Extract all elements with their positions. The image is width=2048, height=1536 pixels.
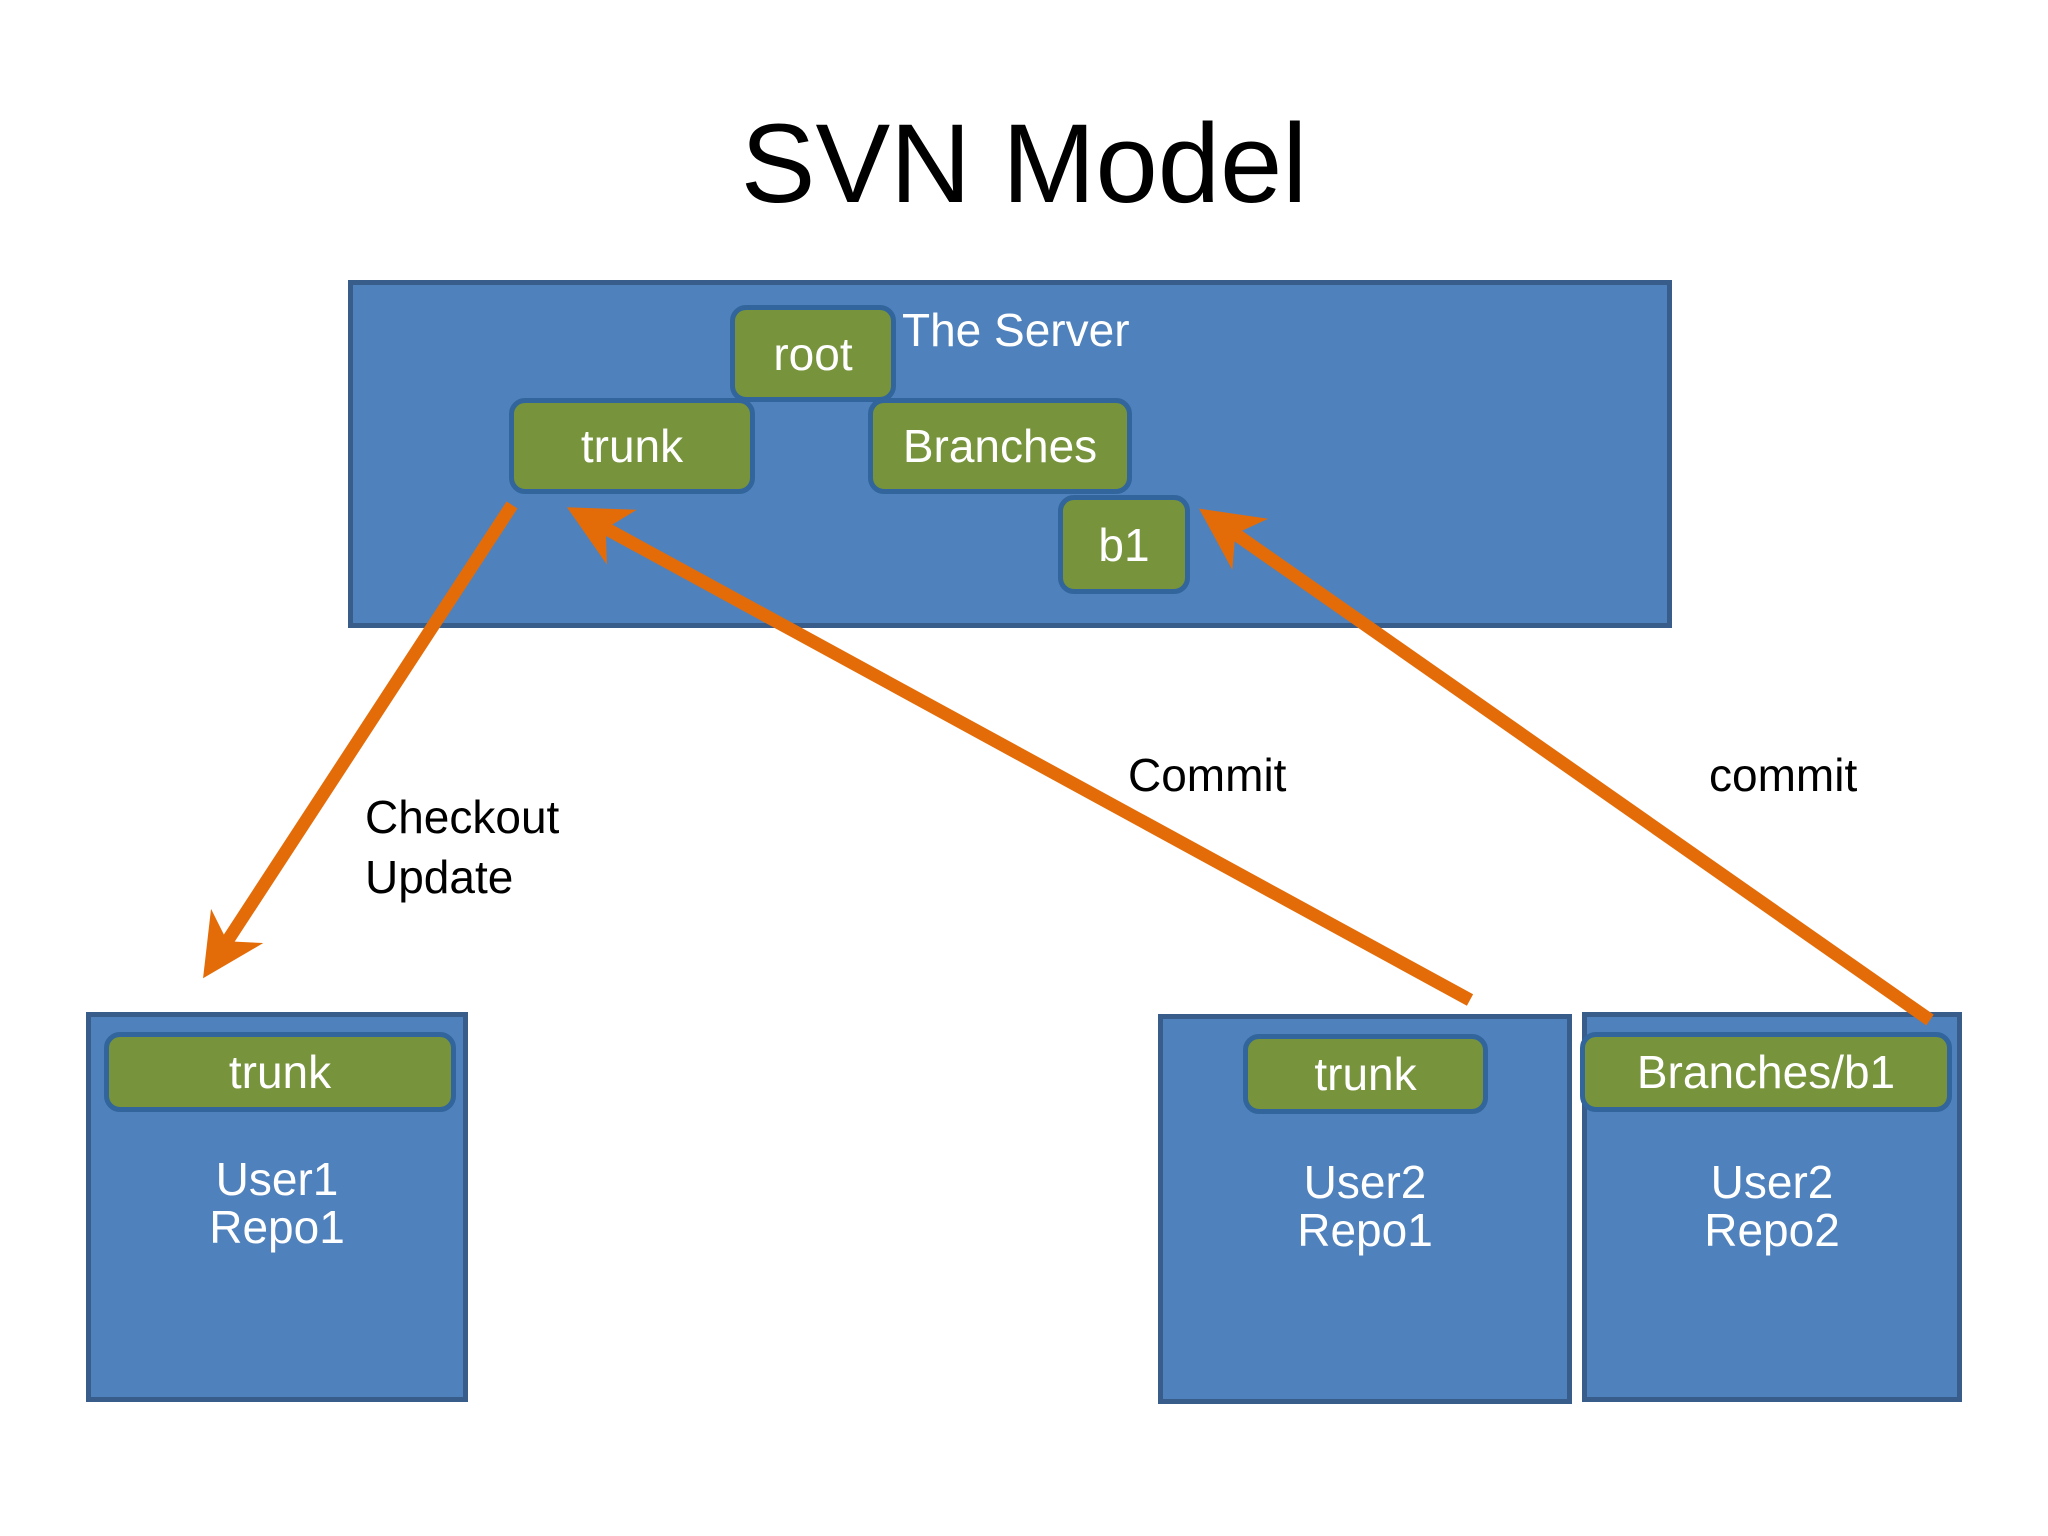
- arrow-label-update: Update: [365, 851, 514, 903]
- client-caption-user2-repo1: User2 Repo1: [1297, 1156, 1433, 1257]
- arrow-label-commit-branch: commit: [1709, 749, 1858, 801]
- arrow-label-checkout: Checkout: [365, 791, 560, 843]
- server-node-branches[interactable]: Branches: [868, 398, 1132, 494]
- server-node-root[interactable]: root: [730, 305, 896, 402]
- page-title: SVN Model: [740, 101, 1308, 226]
- arrow-label-commit-trunk: Commit: [1128, 749, 1287, 801]
- server-node-b1[interactable]: b1: [1058, 495, 1190, 594]
- server-node-trunk[interactable]: trunk: [509, 398, 755, 494]
- server-label: The Server: [902, 304, 1130, 356]
- client-folder-user1-repo1[interactable]: trunk: [104, 1032, 456, 1112]
- client-folder-user2-repo2[interactable]: Branches/b1: [1580, 1032, 1952, 1112]
- client-folder-user2-repo1[interactable]: trunk: [1243, 1034, 1488, 1114]
- client-caption-user2-repo2: User2 Repo2: [1704, 1156, 1840, 1257]
- client-caption-user1-repo1: User1 Repo1: [209, 1153, 345, 1254]
